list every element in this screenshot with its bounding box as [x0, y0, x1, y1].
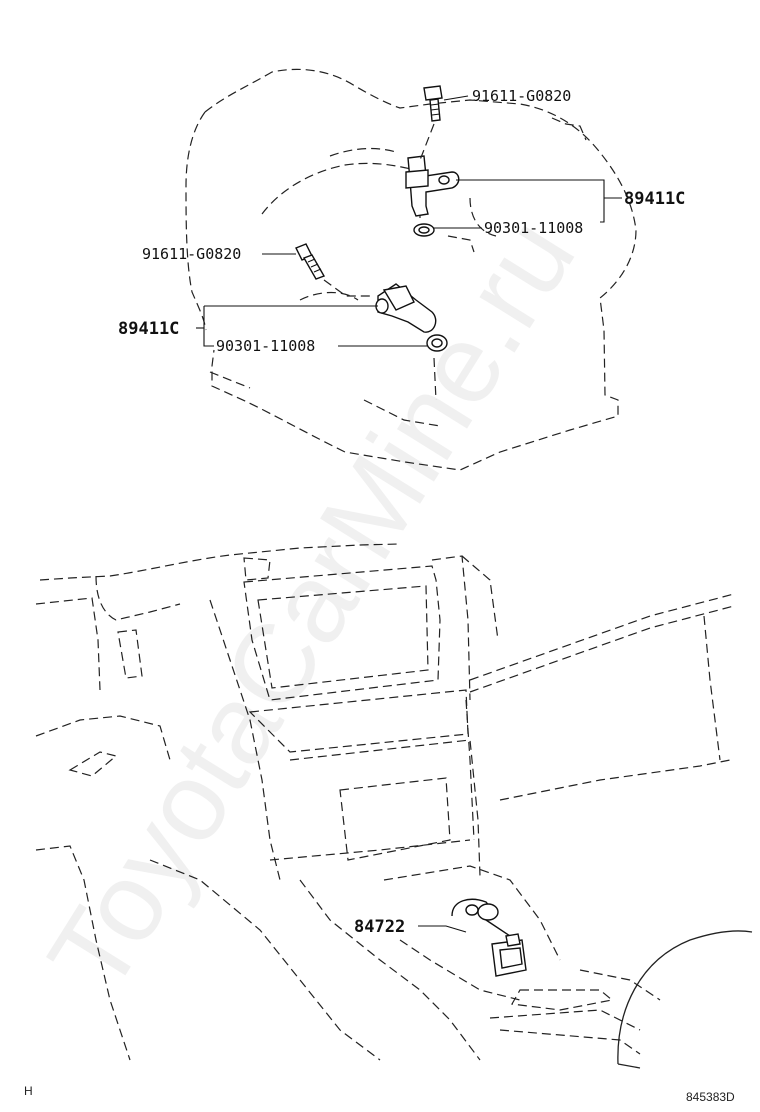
callout-assembly-left: 89411C: [118, 319, 179, 339]
callout-assembly-right: 89411C: [624, 189, 685, 209]
transmission-housing-outline: [185, 68, 637, 471]
watermark: ToyotaCarMine.ru: [24, 197, 598, 1013]
footer-left-code: H: [24, 1084, 33, 1098]
bolt-left: [295, 243, 372, 297]
upper-leader-lines: [196, 95, 622, 347]
shift-lock-sensor: [451, 898, 527, 977]
speed-sensor-left: [375, 283, 448, 352]
callout-gasket-left: 90301-11008: [216, 337, 315, 355]
callout-bolt-left: 91611-G0820: [142, 245, 241, 263]
callout-bolt-top: 91611-G0820: [472, 87, 571, 105]
bolt-top: [419, 85, 443, 161]
lower-leader-line: [418, 925, 467, 933]
callout-gasket-right: 90301-11008: [484, 219, 583, 237]
center-console-outline: [35, 543, 753, 1069]
speed-sensor-right: [405, 155, 460, 237]
callout-lower-part: 84722: [354, 917, 405, 937]
diagram-id: 845383D: [686, 1090, 735, 1104]
